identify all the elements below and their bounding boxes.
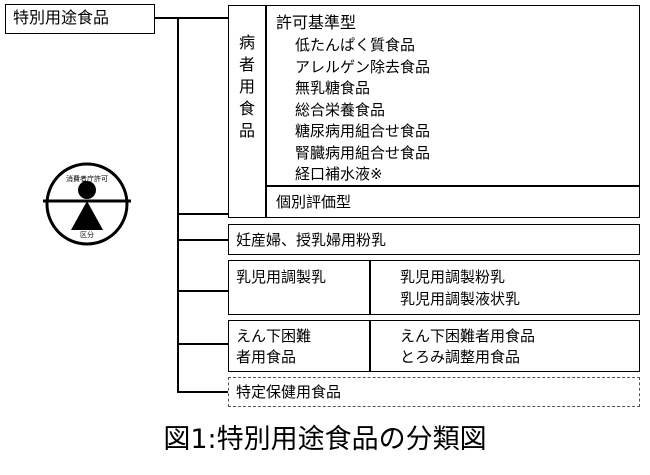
dysphagia-item: とろみ調整用食品 xyxy=(400,348,521,366)
connector-sick-top xyxy=(177,17,229,19)
sick-group-box xyxy=(228,5,640,218)
root-label: 特別用途食品 xyxy=(13,8,110,27)
connector-infant xyxy=(177,290,229,292)
health-label: 特定保健用食品 xyxy=(236,383,342,401)
approval-item: 糖尿病用組合せ食品 xyxy=(295,122,431,140)
health-box xyxy=(228,377,640,407)
approval-item: 経口補水液※ xyxy=(295,165,383,183)
individual-evaluation: 個別評価型 xyxy=(276,193,352,211)
infant-label: 乳児用調製乳 xyxy=(236,268,327,286)
consumer-affairs-seal-icon: 消費者庁許可 区分 xyxy=(43,162,131,246)
connector-dysphagia xyxy=(177,343,229,345)
approval-item: 無乳糖食品 xyxy=(295,79,371,97)
connector-sick-bottom xyxy=(177,213,229,215)
seal-bottom-text: 区分 xyxy=(80,230,94,239)
connector-trunk xyxy=(177,17,179,392)
connector-root-horizontal xyxy=(155,17,178,19)
approval-title: 許可基準型 xyxy=(276,13,357,32)
approval-item: 総合栄養食品 xyxy=(295,101,386,119)
approval-item: アレルゲン除去食品 xyxy=(295,58,431,76)
figure-caption: 図1:特別用途食品の分類図 xyxy=(163,424,487,455)
pregnant-box xyxy=(228,224,640,255)
connector-health xyxy=(177,391,229,393)
infant-item: 乳児用調製粉乳 xyxy=(400,268,506,286)
sick-vertical-label: 病者用食品 xyxy=(238,33,255,140)
dysphagia-label-line2: 者用食品 xyxy=(236,348,297,366)
approval-item: 腎臓病用組合せ食品 xyxy=(295,144,431,162)
connector-pregnant xyxy=(177,239,229,241)
pregnant-label: 妊産婦、授乳婦用粉乳 xyxy=(236,231,387,249)
seal-top-text: 消費者庁許可 xyxy=(66,174,108,183)
root-node xyxy=(5,4,155,34)
infant-divider xyxy=(369,260,371,315)
dysphagia-label-line1: えん下困難 xyxy=(236,327,312,345)
infant-box xyxy=(228,260,640,315)
dysphagia-box xyxy=(228,320,640,372)
sick-divider-horizontal xyxy=(265,185,640,187)
approval-item: 低たんぱく質食品 xyxy=(295,36,416,54)
infant-item: 乳児用調製液状乳 xyxy=(400,290,521,308)
dysphagia-item: えん下困難者用食品 xyxy=(400,327,536,345)
sick-divider-vertical xyxy=(265,5,267,218)
dysphagia-divider xyxy=(369,320,371,372)
